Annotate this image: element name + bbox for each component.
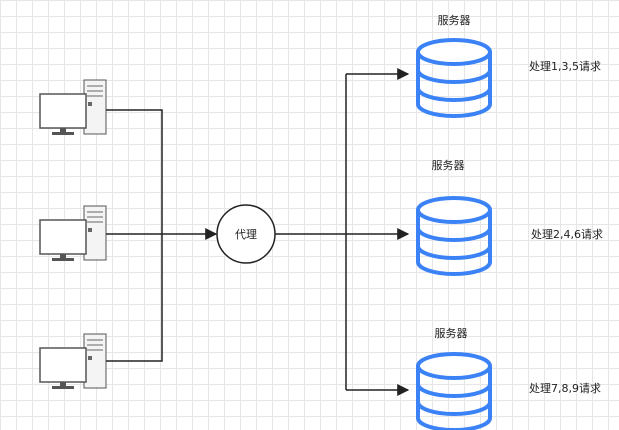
client-computer-1-icon bbox=[39, 79, 107, 136]
client-computer-2-icon bbox=[39, 205, 107, 262]
server-2-title: 服务器 bbox=[432, 159, 465, 172]
server-2-database-icon bbox=[416, 196, 492, 276]
server-2-note: 处理2,4,6请求 bbox=[531, 228, 603, 241]
server-1-title: 服务器 bbox=[438, 14, 471, 27]
server-1-note: 处理1,3,5请求 bbox=[529, 60, 601, 73]
server-3-note: 处理7,8,9请求 bbox=[529, 382, 601, 395]
client-1-connector bbox=[106, 109, 163, 234]
client-computer-3-icon bbox=[39, 333, 107, 390]
server-3-title: 服务器 bbox=[435, 327, 468, 340]
client-3-connector bbox=[106, 234, 163, 362]
proxy-label: 代理 bbox=[235, 228, 257, 241]
server-3-database-icon bbox=[416, 352, 492, 430]
server-1-database-icon bbox=[416, 38, 492, 118]
